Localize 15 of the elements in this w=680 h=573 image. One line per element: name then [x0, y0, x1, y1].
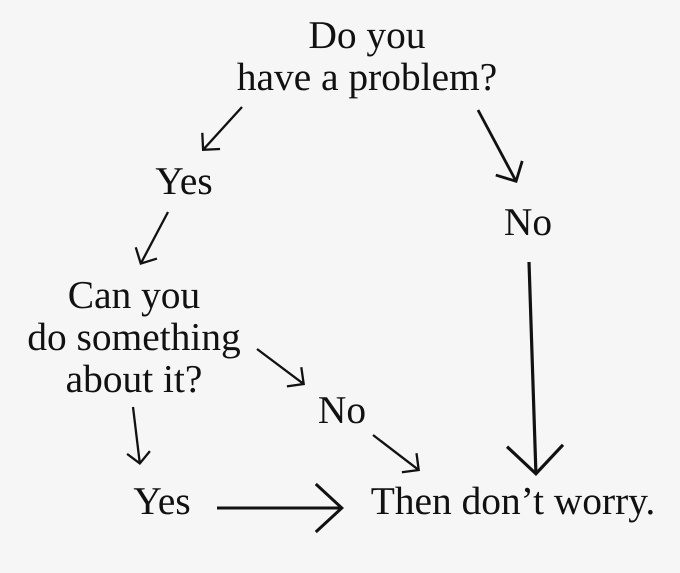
arrow — [134, 211, 170, 265]
question-text: Can you do something about it? — [28, 282, 240, 393]
answer-label: No — [505, 209, 551, 236]
answer-label: Yes — [156, 168, 212, 194]
arrow — [476, 109, 524, 183]
arrow — [256, 348, 305, 388]
arrow — [506, 262, 564, 476]
answer-label: No — [319, 397, 365, 424]
question-text: Do you have a problem? — [237, 22, 496, 98]
arrow — [372, 434, 420, 474]
arrow — [126, 406, 151, 465]
conclusion-text: Then don’t worry. — [371, 486, 653, 522]
arrow — [201, 106, 243, 151]
answer-label: Yes — [134, 488, 190, 514]
arrow — [217, 482, 344, 534]
